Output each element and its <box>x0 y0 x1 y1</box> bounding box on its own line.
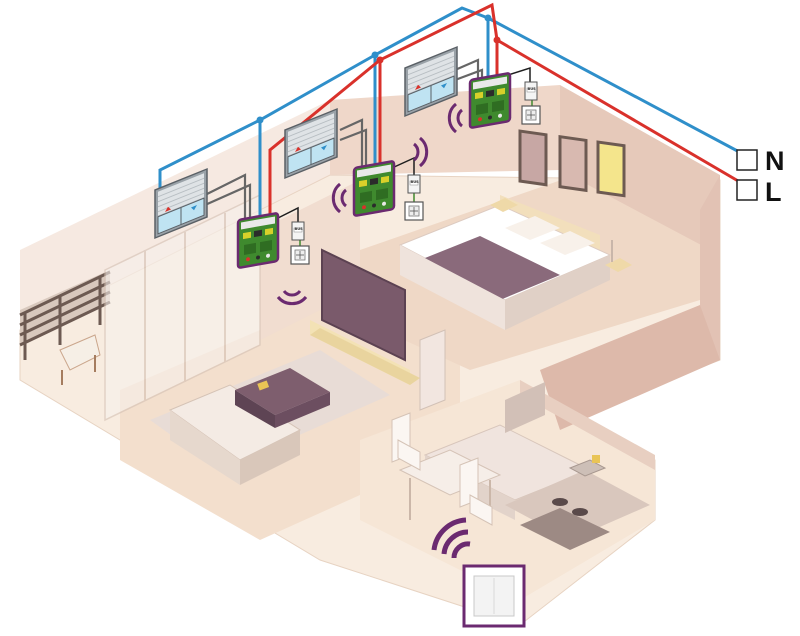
svg-text:N: N <box>765 146 785 176</box>
wall-switch-icon[interactable] <box>290 245 310 265</box>
live-wire <box>268 56 382 240</box>
relay-module-icon <box>468 71 512 130</box>
svg-text:BUS: BUS <box>295 227 304 231</box>
wall-switch-icon[interactable] <box>404 201 424 221</box>
bedroom <box>398 129 632 330</box>
bus-connector: BUS <box>524 81 538 101</box>
bus-connector: BUS <box>407 174 421 194</box>
svg-text:BUS: BUS <box>411 180 420 184</box>
terminal-neutral: N <box>736 146 785 176</box>
balcony <box>19 270 111 385</box>
wireless-remote-icon[interactable] <box>462 564 526 628</box>
kitchen <box>391 329 650 550</box>
relay-module-icon <box>352 159 396 218</box>
wireless-signal-icon <box>431 517 471 559</box>
wiring <box>158 2 746 246</box>
terminal-live: L <box>736 177 782 207</box>
walls <box>20 85 720 470</box>
relay-module-icon <box>236 211 280 270</box>
glass-doors <box>104 193 261 422</box>
svg-text:BUS: BUS <box>528 87 537 91</box>
living-room <box>150 248 420 485</box>
wall-switch-icon[interactable] <box>521 105 541 125</box>
svg-text:L: L <box>765 177 782 207</box>
bus-connector: BUS <box>291 221 305 241</box>
